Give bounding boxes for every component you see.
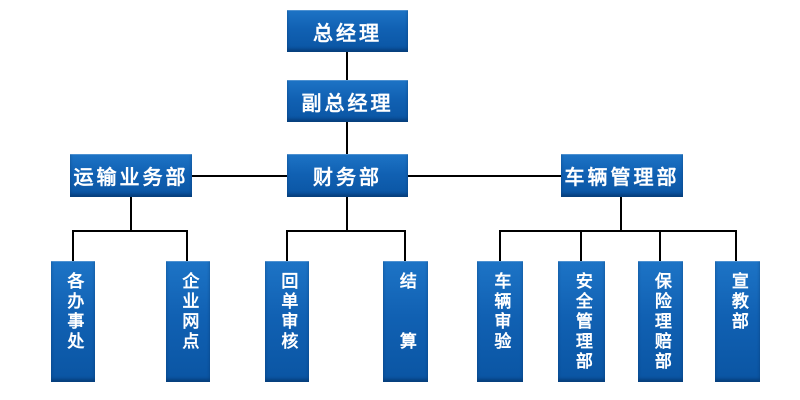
connector-inspection-drop xyxy=(499,230,501,261)
connector-finance-to-vehicle xyxy=(408,175,561,177)
org-node-enterprise-network: 企业网点 xyxy=(166,261,210,382)
org-node-receipt-review: 回单审核 xyxy=(265,261,309,382)
connector-finance-stem xyxy=(346,197,348,230)
connector-transport-to-finance xyxy=(192,175,287,177)
org-node-label: 安全管理部 xyxy=(572,272,592,372)
org-node-label: 企业网点 xyxy=(179,272,199,352)
connector-insurance-drop xyxy=(659,230,661,261)
connector-gm-to-dgm xyxy=(346,52,348,80)
connector-vehicle-children-bar xyxy=(499,230,737,232)
connector-dgm-to-finance xyxy=(346,122,348,154)
org-node-offices: 各办事处 xyxy=(51,261,95,382)
org-node-vehicle-inspection: 车辆审验 xyxy=(477,261,523,382)
org-node-label: 宣教部 xyxy=(728,272,748,332)
org-node-label: 各办事处 xyxy=(64,272,84,352)
connector-network-drop xyxy=(186,230,188,261)
org-node-label: 副总经理 xyxy=(301,92,394,115)
org-node-label: 财务部 xyxy=(313,167,382,189)
org-node-finance-dept: 财务部 xyxy=(287,154,408,197)
org-node-insurance-claims-dept: 保险理赔部 xyxy=(638,261,683,382)
org-node-general-manager: 总经理 xyxy=(287,10,408,52)
org-node-safety-management-dept: 安全管理部 xyxy=(558,261,605,382)
org-node-publicity-education-dept: 宣教部 xyxy=(715,261,760,382)
connector-offices-drop xyxy=(72,230,74,261)
org-node-label: 车辆审验 xyxy=(491,272,511,352)
org-node-label: 总经理 xyxy=(313,22,382,45)
connector-vehicle-stem xyxy=(620,197,622,230)
connector-receipt-drop xyxy=(286,230,288,261)
connector-finance-children-bar xyxy=(286,230,406,232)
org-node-deputy-general-manager: 副总经理 xyxy=(287,80,408,122)
org-node-label: 车辆管理部 xyxy=(564,167,680,189)
org-node-transport-business-dept: 运输业务部 xyxy=(70,154,192,197)
connector-settlement-drop xyxy=(404,230,406,261)
org-node-label: 回单审核 xyxy=(278,272,298,352)
org-node-label: 保险理赔部 xyxy=(651,272,671,372)
org-node-settlement: 结 算 xyxy=(383,261,428,382)
org-node-label: 结 算 xyxy=(396,272,416,352)
connector-education-drop xyxy=(735,230,737,261)
connector-transport-children-bar xyxy=(72,230,188,232)
org-node-vehicle-management-dept: 车辆管理部 xyxy=(561,154,683,197)
org-node-label: 运输业务部 xyxy=(73,167,189,189)
connector-transport-stem xyxy=(130,197,132,230)
connector-safety-drop xyxy=(580,230,582,261)
